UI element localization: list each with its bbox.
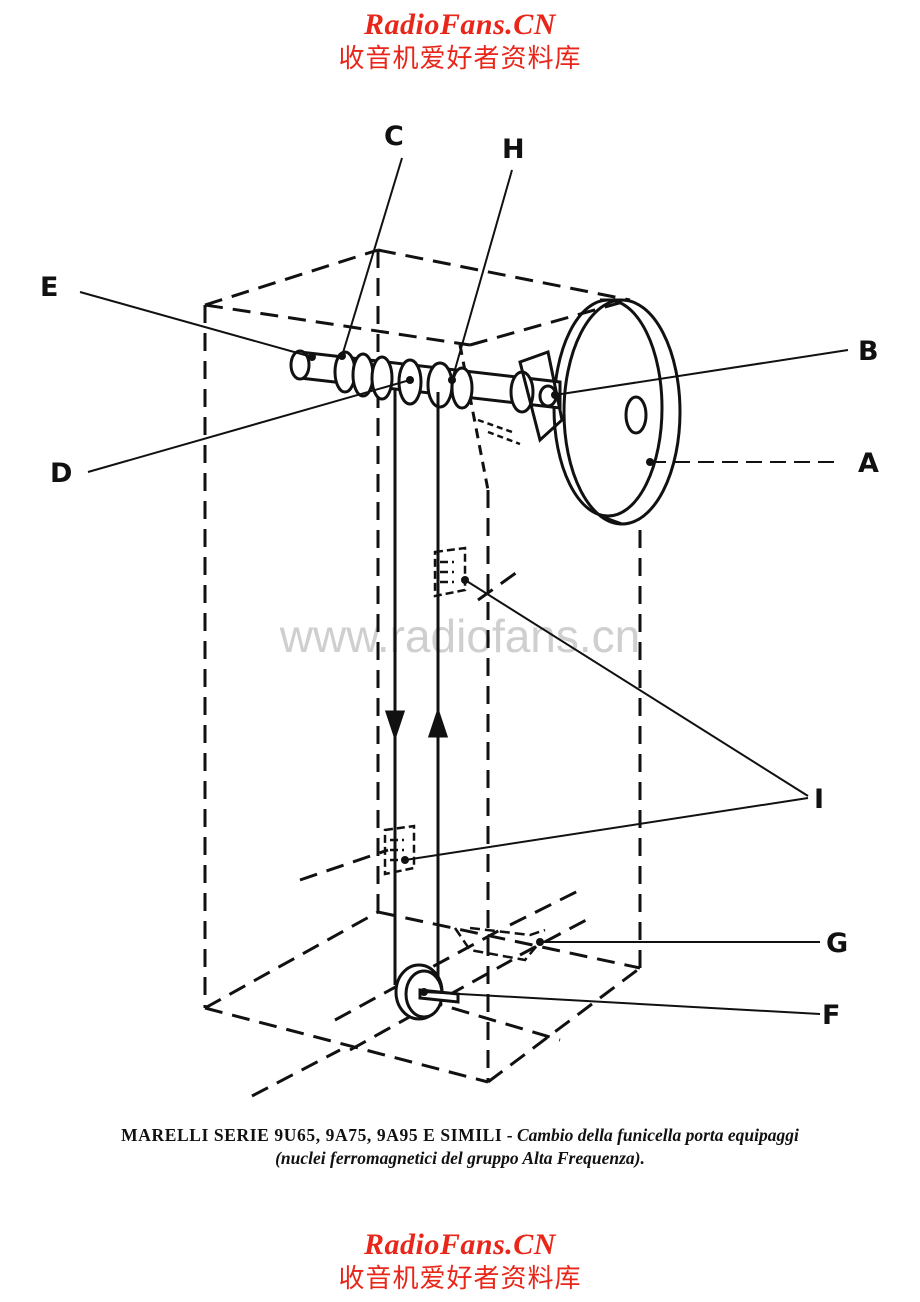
leader-H [451, 169, 513, 381]
label-dots [308, 352, 654, 996]
leader-I-upper [464, 579, 809, 797]
caption-title: MARELLI SERIE 9U65, 9A75, 9A95 E SIMILI [121, 1125, 503, 1145]
caption-separator: - [502, 1125, 517, 1145]
label-A: A [858, 448, 879, 479]
header-watermark: RadioFans.CN 收音机爱好者资料库 [0, 8, 920, 76]
footer-brand: RadioFans.CN [364, 1228, 556, 1261]
label-F: F [822, 1000, 840, 1031]
label-C: C [384, 121, 404, 152]
header-subtitle: 收音机爱好者资料库 [338, 44, 582, 74]
caption-line1: MARELLI SERIE 9U65, 9A75, 9A95 E SIMILI … [40, 1124, 880, 1147]
footer-subtitle: 收音机爱好者资料库 [338, 1264, 582, 1294]
figure-caption: MARELLI SERIE 9U65, 9A75, 9A95 E SIMILI … [40, 1124, 880, 1170]
label-B: B [858, 336, 879, 367]
caption-description: Cambio della funicella porta equipaggi [516, 1125, 799, 1145]
leader-C [341, 157, 403, 357]
center-watermark: www.radiofans.cn [279, 610, 641, 662]
label-I: I [814, 784, 824, 815]
tuning-cord [384, 388, 449, 985]
label-H: H [502, 134, 525, 165]
tuning-shaft [289, 349, 564, 446]
label-G: G [826, 928, 848, 959]
leader-B [554, 349, 849, 396]
caption-line2: (nuclei ferromagnetici del gruppo Alta F… [275, 1148, 645, 1168]
coil-former-upper [433, 546, 467, 598]
footer-watermark: RadioFans.CN 收音机爱好者资料库 [0, 1228, 920, 1296]
label-E: E [40, 272, 58, 303]
dial-drum [552, 298, 682, 526]
leader-I-lower [404, 797, 809, 861]
coil-former-lower [383, 824, 416, 876]
leader-E [79, 291, 313, 358]
gear-rack [453, 926, 546, 962]
leader-F [423, 991, 821, 1015]
header-brand: RadioFans.CN [364, 8, 556, 41]
leader-lines [79, 157, 849, 1015]
leader-D [87, 379, 411, 473]
label-D: D [50, 458, 72, 489]
